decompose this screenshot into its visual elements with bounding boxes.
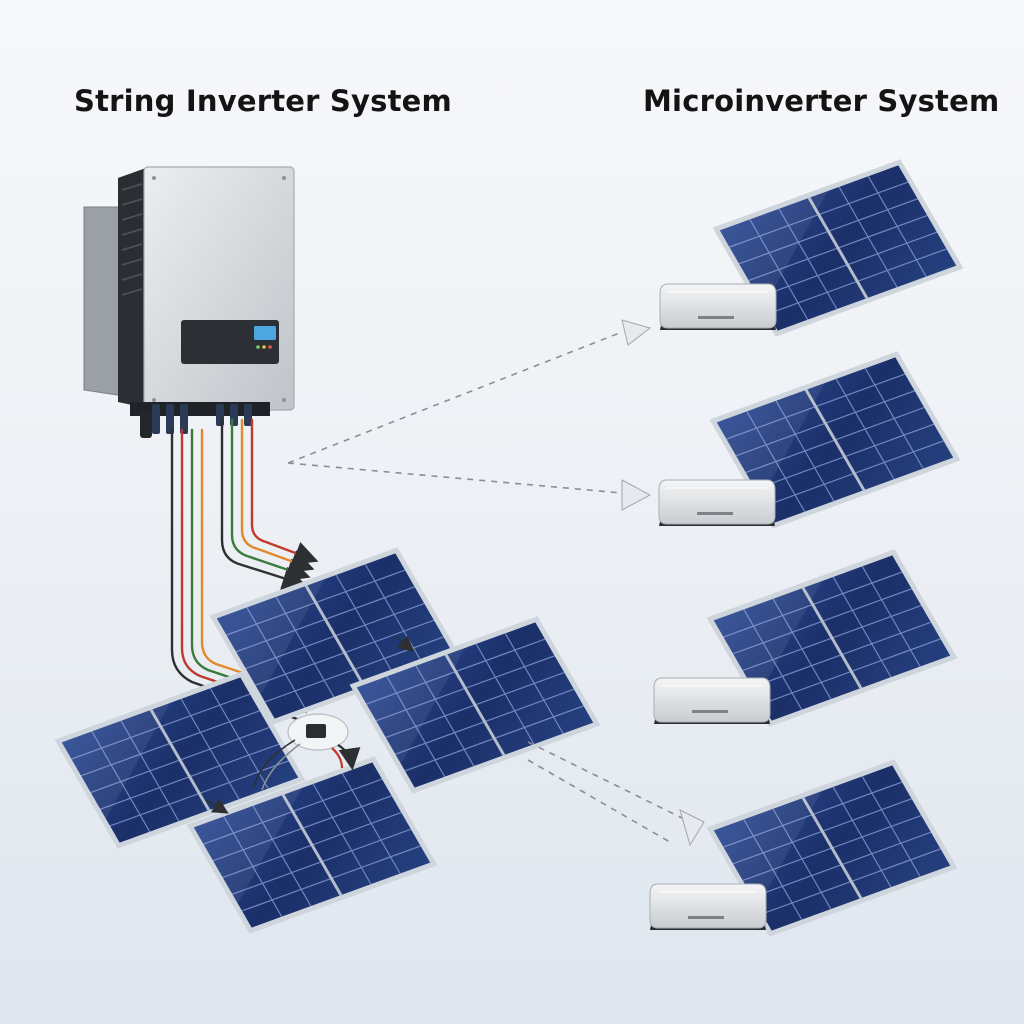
- microinverter-icon: [659, 283, 777, 331]
- microinverter-icon: [658, 479, 776, 527]
- microinverter-title: Microinverter System: [643, 84, 1000, 118]
- string-inverter-icon: [83, 166, 295, 438]
- string-inverter-title: String Inverter System: [74, 84, 452, 118]
- junction-box-icon: [253, 713, 361, 791]
- panel-link-arrows: [205, 635, 415, 814]
- dc-wiring: [170, 418, 320, 722]
- comparison-arrows: [287, 319, 705, 847]
- microinverter-icon: [649, 883, 767, 931]
- microinverter-icon: [653, 677, 771, 725]
